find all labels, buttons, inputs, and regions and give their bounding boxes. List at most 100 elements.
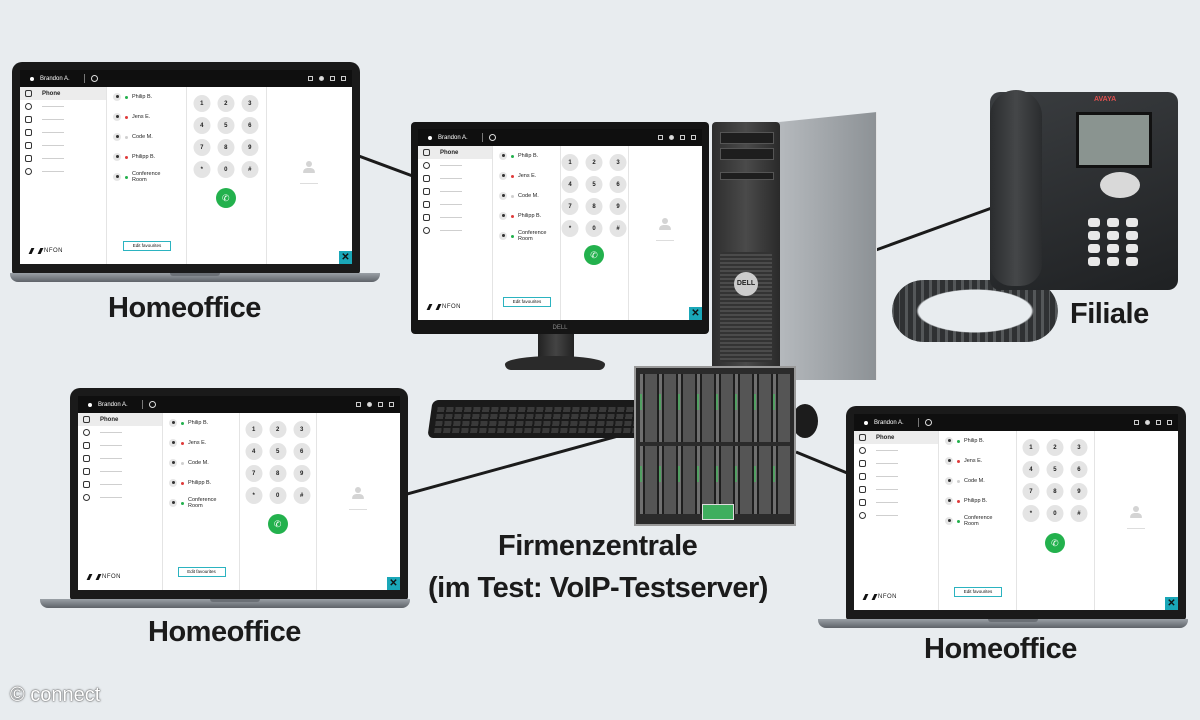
sidebar-item-conference[interactable] — [20, 139, 106, 152]
sidebar-item-phone[interactable]: Phone — [20, 87, 107, 100]
dial-key[interactable]: * — [561, 220, 579, 237]
sidebar-item-conference[interactable] — [854, 483, 938, 496]
list-item[interactable]: Code M. — [938, 471, 1016, 491]
dial-key[interactable]: 2 — [217, 95, 235, 112]
x-close-icon[interactable]: ✕ — [689, 307, 702, 320]
user-name[interactable]: Brandon A. — [98, 401, 128, 408]
notes-icon[interactable] — [341, 76, 346, 81]
dial-key[interactable]: 7 — [561, 198, 579, 215]
sidebar-item-fax[interactable] — [20, 152, 106, 165]
sidebar-item-voicemail[interactable] — [418, 185, 492, 198]
dial-key[interactable]: 5 — [585, 176, 603, 193]
dial-key[interactable]: 5 — [269, 443, 287, 460]
list-item[interactable]: Philipp B. — [162, 473, 239, 493]
search-icon[interactable] — [91, 75, 98, 82]
dial-key[interactable]: * — [245, 487, 263, 504]
forward-icon[interactable] — [658, 135, 663, 140]
list-item[interactable]: Philip B. — [938, 431, 1016, 451]
sidebar-item-voicemail[interactable] — [78, 452, 162, 465]
sidebar-item-settings[interactable] — [418, 224, 492, 237]
sidebar-item-conference[interactable] — [418, 198, 492, 211]
list-item[interactable]: Philipp B. — [492, 206, 560, 226]
dial-key[interactable]: 8 — [1046, 483, 1064, 500]
dial-key[interactable]: 4 — [193, 117, 211, 134]
sidebar-item-settings[interactable] — [854, 509, 938, 522]
dial-key[interactable]: 1 — [1022, 439, 1040, 456]
sidebar-item-contacts[interactable] — [78, 439, 162, 452]
list-item[interactable]: Jens E. — [938, 451, 1016, 471]
sidebar-item-fax[interactable] — [854, 496, 938, 509]
search-icon[interactable] — [925, 419, 932, 426]
list-item[interactable]: Code M. — [106, 127, 186, 147]
sidebar-item-settings[interactable] — [78, 491, 162, 504]
dial-key[interactable]: 9 — [1070, 483, 1088, 500]
dial-key[interactable]: 0 — [1046, 505, 1064, 522]
sidebar-item-voicemail[interactable] — [20, 126, 106, 139]
dial-key[interactable]: 7 — [1022, 483, 1040, 500]
dial-key[interactable]: 3 — [293, 421, 311, 438]
edit-favourites-button[interactable]: Edit favourites — [503, 297, 551, 307]
dial-key[interactable]: 8 — [269, 465, 287, 482]
list-item[interactable]: Jens E. — [492, 166, 560, 186]
dial-key[interactable]: 4 — [561, 176, 579, 193]
list-item[interactable]: Jens E. — [106, 107, 186, 127]
dial-key[interactable]: # — [241, 161, 259, 178]
edit-favourites-button[interactable]: Edit favourites — [123, 241, 171, 251]
user-name[interactable]: Brandon A. — [874, 419, 904, 426]
dial-key[interactable]: 9 — [293, 465, 311, 482]
dial-key[interactable]: 4 — [1022, 461, 1040, 478]
dial-key[interactable]: 2 — [1046, 439, 1064, 456]
dial-key[interactable]: # — [609, 220, 627, 237]
dial-key[interactable]: 0 — [269, 487, 287, 504]
call-button[interactable]: ✆ — [584, 245, 605, 265]
edit-favourites-button[interactable]: Edit favourites — [177, 567, 226, 577]
x-close-icon[interactable]: ✕ — [339, 251, 352, 264]
sidebar-item-settings[interactable] — [20, 165, 106, 178]
dial-key[interactable]: # — [1070, 505, 1088, 522]
user-name[interactable]: Brandon A. — [40, 75, 70, 82]
list-item[interactable]: Code M. — [492, 186, 560, 206]
dial-key[interactable]: 6 — [1070, 461, 1088, 478]
dial-key[interactable]: 6 — [241, 117, 259, 134]
dial-key[interactable]: 3 — [1070, 439, 1088, 456]
dial-key[interactable]: 3 — [609, 154, 627, 171]
list-item[interactable]: Jens E. — [162, 433, 239, 453]
sidebar-item-phone[interactable]: Phone — [854, 431, 939, 444]
sidebar-item-voicemail[interactable] — [854, 470, 938, 483]
dial-key[interactable]: 8 — [585, 198, 603, 215]
bell-icon[interactable] — [1156, 420, 1161, 425]
notes-icon[interactable] — [389, 402, 394, 407]
notes-icon[interactable] — [1167, 420, 1172, 425]
list-item[interactable]: Philip B. — [492, 146, 560, 166]
call-button[interactable]: ✆ — [267, 514, 288, 534]
sidebar-item-phone[interactable]: Phone — [418, 146, 492, 159]
dial-key[interactable]: 8 — [217, 139, 235, 156]
notes-icon[interactable] — [691, 135, 696, 140]
dial-key[interactable]: 1 — [193, 95, 211, 112]
sidebar-item-fax[interactable] — [418, 211, 492, 224]
dial-key[interactable]: 6 — [293, 443, 311, 460]
sidebar-item-contacts[interactable] — [20, 113, 106, 126]
sidebar-item-history[interactable] — [418, 159, 492, 172]
dial-key[interactable]: # — [293, 487, 311, 504]
dial-key[interactable]: 9 — [241, 139, 259, 156]
list-item[interactable]: Philip B. — [162, 413, 239, 433]
user-name[interactable]: Brandon A. — [438, 134, 468, 141]
sidebar-item-conference[interactable] — [78, 465, 162, 478]
dial-key[interactable]: * — [193, 161, 211, 178]
edit-favourites-button[interactable]: Edit favourites — [954, 587, 1002, 597]
forward-icon[interactable] — [356, 402, 361, 407]
forward-icon[interactable] — [308, 76, 313, 81]
bell-icon[interactable] — [330, 76, 335, 81]
dial-key[interactable]: 1 — [245, 421, 263, 438]
status-icon[interactable] — [1145, 420, 1150, 425]
dial-key[interactable]: 3 — [241, 95, 259, 112]
list-item[interactable]: Philipp B. — [106, 147, 186, 167]
search-icon[interactable] — [489, 134, 496, 141]
bell-icon[interactable] — [378, 402, 383, 407]
list-item[interactable]: Code M. — [162, 453, 239, 473]
